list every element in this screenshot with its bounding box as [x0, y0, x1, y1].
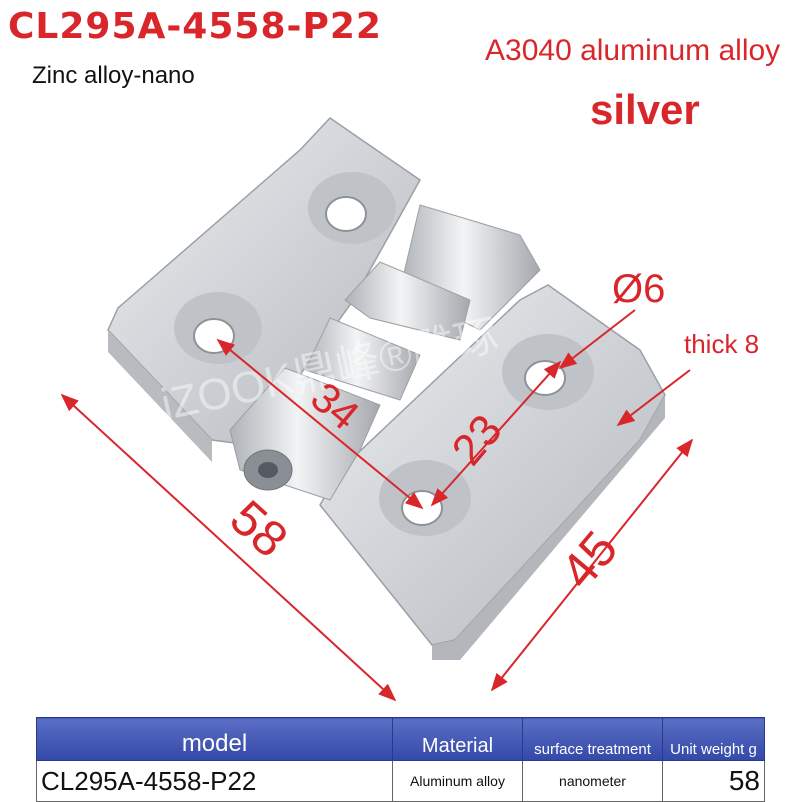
length-label: 58	[220, 489, 299, 568]
header-model: model	[36, 717, 393, 761]
model-title: CL295A-4558-P22	[8, 6, 382, 47]
cell-unit-weight: 58	[662, 760, 765, 802]
hole-diameter-leader	[558, 309, 636, 370]
header-unit-weight: Unit weight g	[662, 717, 765, 761]
color-note: silver	[590, 86, 700, 133]
hinge-drawing: iZOOK鼎峰®雕琢 Ø6 thick 8 34 23 58 45	[60, 117, 759, 702]
thickness-leader	[616, 369, 691, 427]
diagonal-dimension-line	[216, 338, 424, 510]
cell-model: CL295A-4558-P22	[36, 760, 393, 802]
cell-surface-treatment: nanometer	[522, 760, 663, 802]
header-material: Material	[392, 717, 523, 761]
table-row: CL295A-4558-P22 Aluminum alloy nanometer…	[36, 760, 765, 802]
width-dimension-line	[490, 438, 694, 692]
pin-end	[258, 462, 278, 478]
hole-diameter-label: Ø6	[612, 267, 665, 311]
hole-spacing-dimension-line	[430, 360, 562, 507]
material-note: A3040 aluminum alloy	[485, 34, 781, 67]
spec-table-header-row: model Material surface treatment Unit we…	[36, 717, 765, 761]
length-dimension-line	[60, 393, 397, 702]
header-surface-treatment: surface treatment	[522, 717, 663, 761]
screw-hole	[325, 196, 367, 232]
thickness-label: thick 8	[684, 329, 759, 359]
cell-material: Aluminum alloy	[392, 760, 523, 802]
spec-table: model Material surface treatment Unit we…	[36, 717, 765, 802]
material-subtitle: Zinc alloy-nano	[32, 62, 195, 89]
